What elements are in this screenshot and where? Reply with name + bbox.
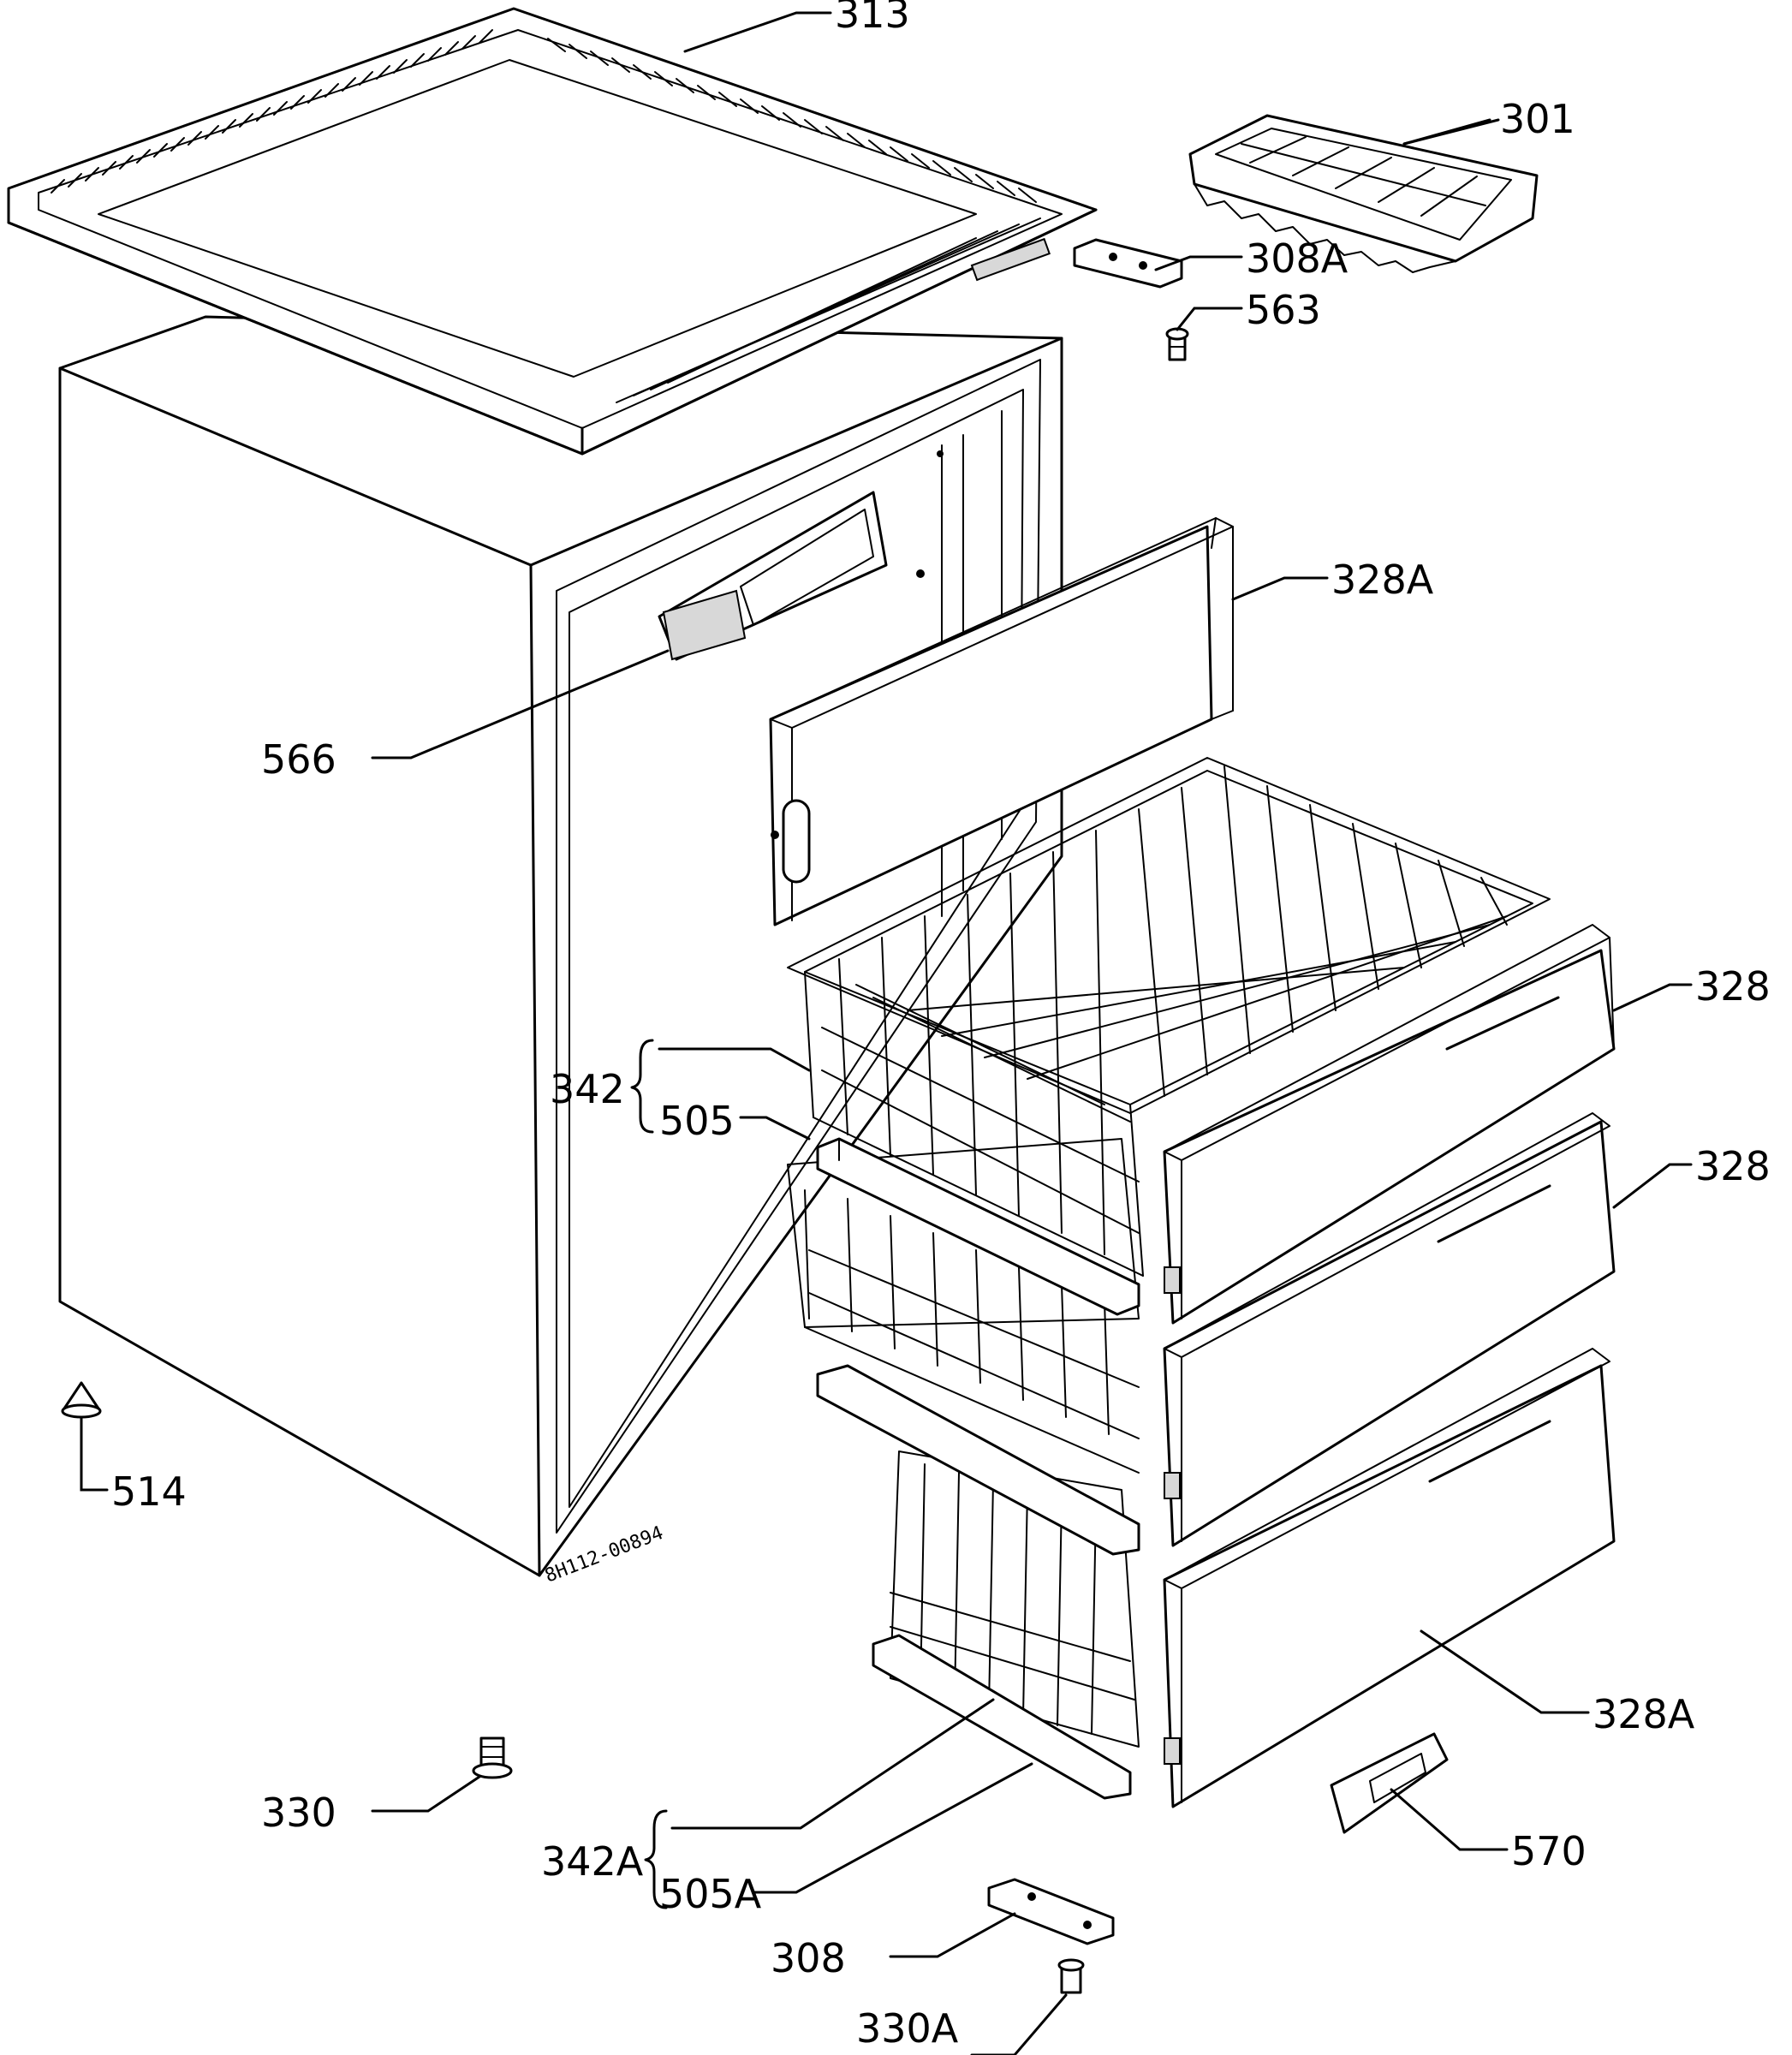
label-505: 505 <box>659 1098 735 1144</box>
label-566: 566 <box>261 736 336 783</box>
lower-drawer-front-part <box>1163 1348 1616 1808</box>
middle-rail-part <box>816 1364 1140 1556</box>
label-330: 330 <box>261 1790 336 1836</box>
foot-part <box>61 1381 102 1419</box>
middle-drawer-front-part <box>1163 1112 1616 1547</box>
label-308: 308 <box>771 1935 846 1981</box>
label-570: 570 <box>1511 1828 1587 1874</box>
hinge-screw-part <box>1057 1958 1085 1994</box>
cabinet-body: 8H112-00894 <box>58 315 1063 1587</box>
label-328A-bottom: 328A <box>1593 1691 1695 1737</box>
middle-basket-part <box>787 1138 1140 1474</box>
label-328A-top: 328A <box>1331 557 1434 603</box>
screw-part <box>472 1736 513 1779</box>
lower-rail-part <box>872 1634 1132 1800</box>
lower-hinge-bracket-part <box>987 1878 1115 1945</box>
label-313: 313 <box>835 0 910 37</box>
door-handle-part <box>658 491 888 661</box>
upper-drawer-front-part <box>1163 924 1616 1325</box>
brace-342 <box>630 1039 654 1134</box>
brace-342A <box>644 1809 668 1909</box>
label-505A: 505A <box>659 1871 762 1917</box>
label-308A: 308A <box>1246 235 1348 282</box>
flap-panel-part <box>769 517 1234 926</box>
upper-hinge-bracket-part <box>1073 238 1183 289</box>
upper-basket-part <box>787 757 1551 1277</box>
label-330A: 330A <box>856 2005 959 2052</box>
label-342: 342 <box>550 1066 625 1112</box>
label-342A: 342A <box>541 1838 644 1885</box>
label-514: 514 <box>111 1468 187 1515</box>
hinge-stud-part <box>1165 327 1189 361</box>
label-563: 563 <box>1246 287 1321 333</box>
upper-rail-part <box>816 1137 1140 1316</box>
label-301: 301 <box>1500 96 1575 142</box>
callout-labels: 313 301 308A 563 328A 566 328 328 342 50… <box>111 0 1771 2052</box>
ice-tray-part <box>1188 114 1539 273</box>
lower-basket-part <box>890 1450 1140 1748</box>
label-328-upper: 328 <box>1695 963 1771 1010</box>
label-328-middle: 328 <box>1695 1143 1771 1189</box>
top-lid-part <box>7 7 1098 456</box>
clip-part <box>1330 1732 1449 1834</box>
leader-lines <box>80 11 1693 2055</box>
